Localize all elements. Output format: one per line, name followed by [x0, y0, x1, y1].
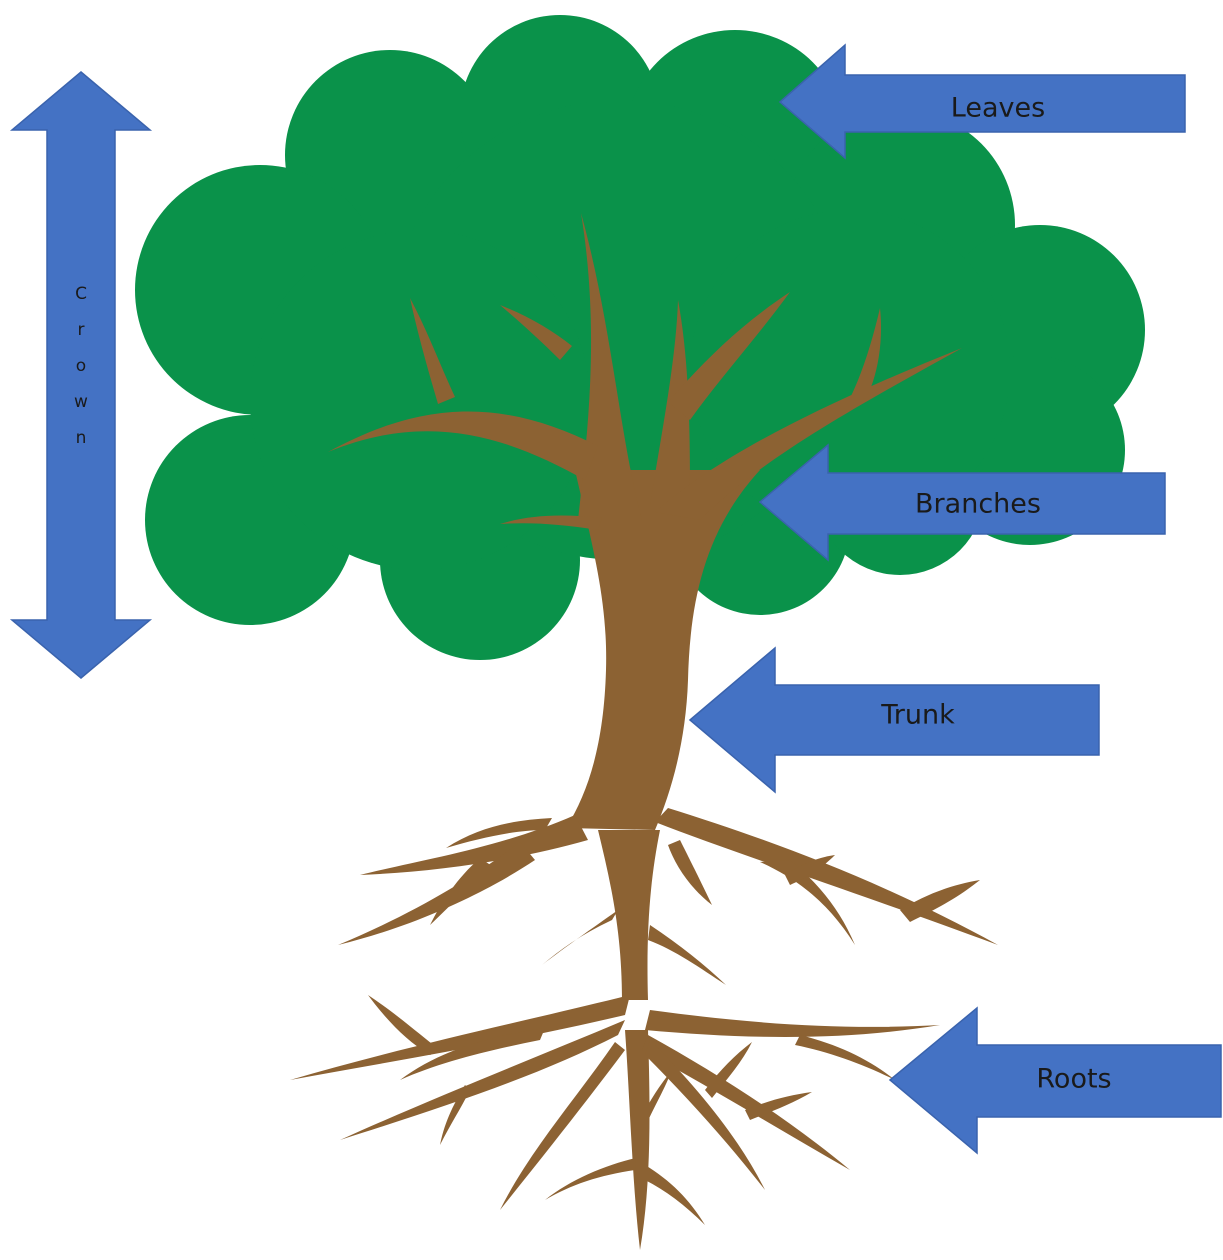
root-lower-right-twig-b	[705, 1042, 752, 1098]
crown-double-arrow	[9, 71, 153, 679]
root-lower-right-2	[642, 1035, 850, 1170]
branch-lower-left	[500, 515, 602, 530]
root-lower-right-fork	[795, 1035, 895, 1080]
root-main-left	[360, 815, 588, 875]
root-center-upper	[598, 830, 660, 1000]
roots-callout: Roots	[888, 1006, 1222, 1155]
root-lower-center-twig-a	[545, 1158, 636, 1200]
root-spur-left	[446, 818, 552, 848]
root-upper-left-fork	[338, 842, 535, 945]
branch-center-left	[578, 213, 642, 520]
root-lower-left-long	[290, 995, 630, 1080]
root-lower-center-twig-c	[640, 1070, 672, 1128]
tree-roots	[290, 808, 998, 1250]
roots-label: Roots	[1036, 1064, 1111, 1095]
tree-trunk-and-branches	[328, 213, 962, 830]
root-lower-right-3	[645, 1040, 765, 1190]
crown-letter: w	[74, 392, 88, 412]
root-lower-center-twig-b	[645, 1165, 705, 1225]
branch-right-middle	[668, 292, 790, 420]
branches-callout: Branches	[758, 443, 1166, 562]
branch-left-twig-b	[500, 305, 572, 360]
crown-letter: n	[76, 428, 87, 448]
branch-right-twig	[848, 308, 882, 402]
root-right-spur	[668, 840, 712, 905]
roots-arrow	[888, 1006, 1222, 1155]
root-center-spur-left	[542, 910, 618, 965]
root-lower-right-twig	[745, 1092, 812, 1120]
trunk-arrow	[688, 646, 1100, 794]
crown-letter: C	[75, 284, 87, 304]
branch-left-twig-a	[410, 298, 455, 404]
root-lower-left-2	[340, 1020, 625, 1140]
branches-arrow	[758, 443, 1166, 562]
root-main-right	[655, 808, 998, 945]
root-lower-left-twig	[368, 995, 440, 1055]
root-lower-left-fork	[400, 1028, 545, 1080]
crown-letter: o	[76, 356, 86, 376]
root-lower-left-2-twig	[440, 1085, 470, 1145]
leaves-label: Leaves	[951, 93, 1045, 124]
leaves-arrow	[778, 43, 1186, 160]
root-center-spur-right	[648, 925, 726, 985]
leaves-callout: Leaves	[778, 43, 1186, 160]
crown-letter: r	[78, 320, 85, 340]
root-lower-center	[625, 1030, 650, 1250]
root-right-twig-a	[900, 880, 980, 922]
branch-right-long	[655, 348, 962, 520]
trunk-callout: Trunk	[688, 646, 1100, 794]
root-lower-left-3	[500, 1042, 625, 1210]
tree-trunk	[566, 470, 760, 830]
root-right-twig-b	[785, 855, 835, 885]
root-lower-right-long	[645, 1010, 940, 1037]
branches-label: Branches	[915, 489, 1041, 520]
root-left-twig	[430, 858, 492, 925]
trunk-label: Trunk	[880, 700, 955, 731]
branch-left-upper	[328, 411, 598, 480]
root-right-fork	[760, 860, 855, 945]
